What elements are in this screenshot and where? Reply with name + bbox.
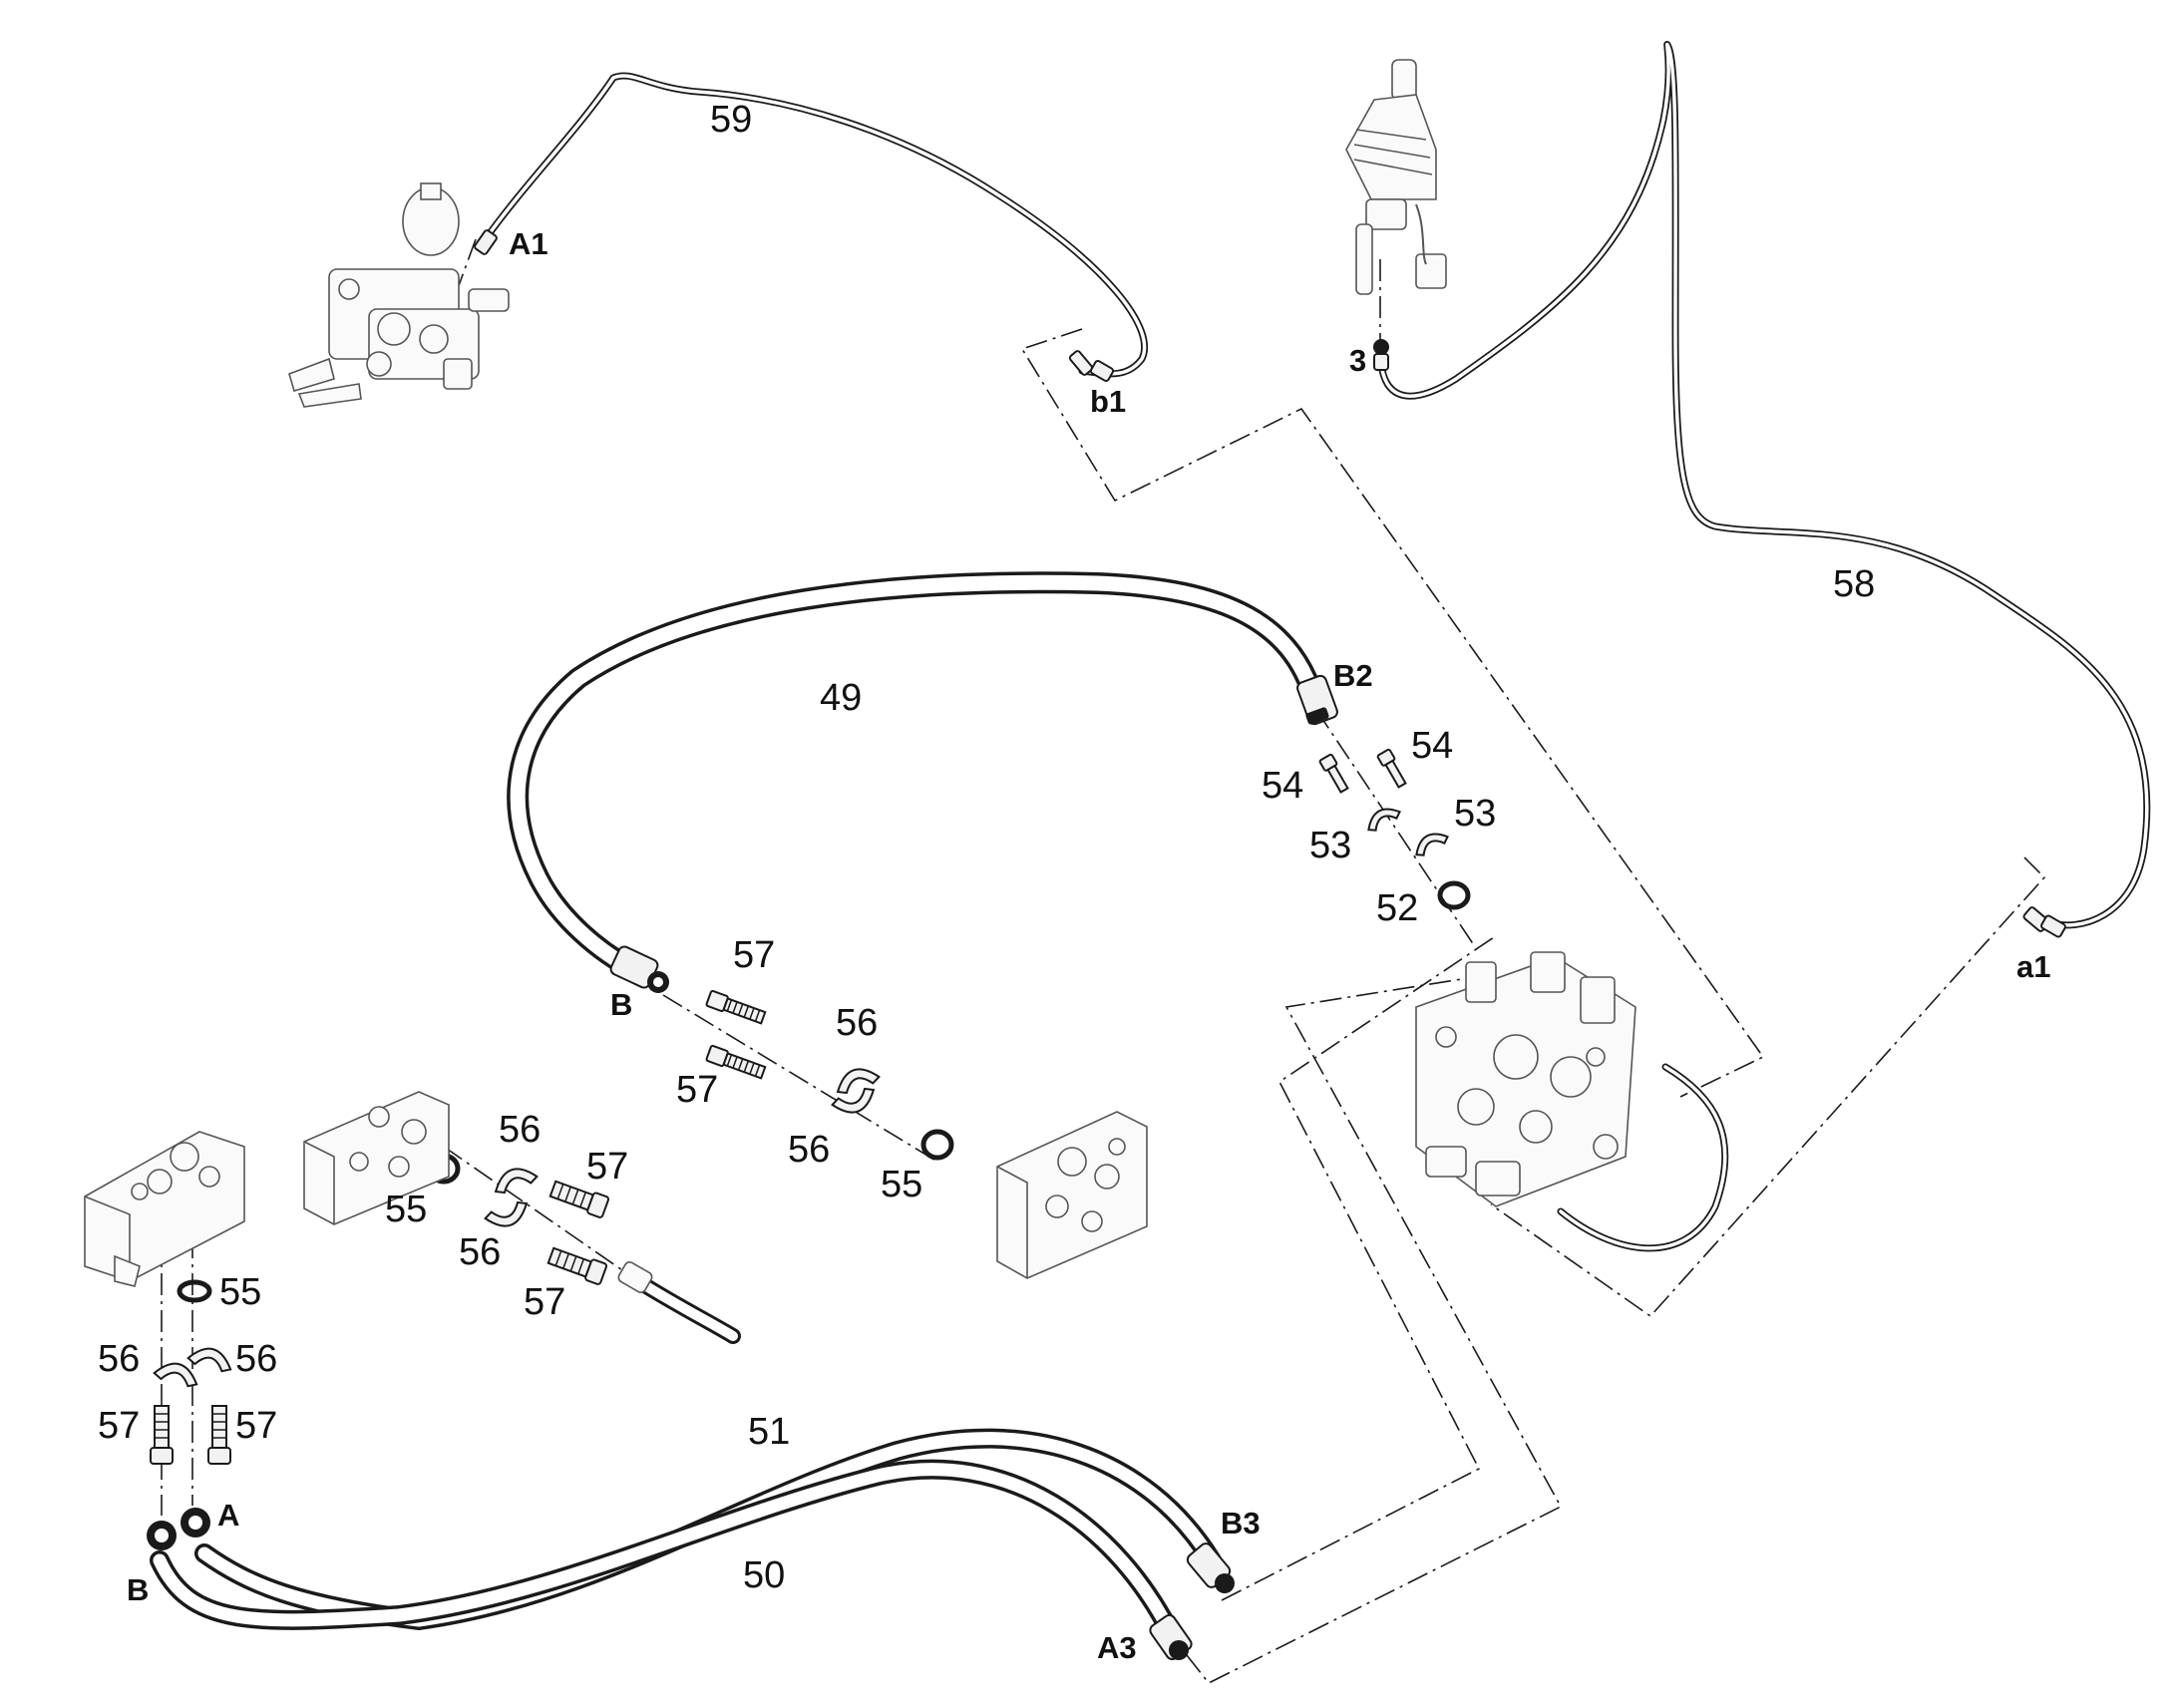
clamp-56-left-a bbox=[494, 1168, 539, 1195]
oring-55-mid bbox=[920, 1129, 954, 1161]
centerline-left-flange bbox=[443, 1146, 639, 1282]
label-hose-50: 50 bbox=[743, 1554, 785, 1596]
label-oring-55-left: 55 bbox=[385, 1189, 427, 1230]
clamp-56-left-b bbox=[484, 1200, 529, 1227]
clamp-53-left bbox=[1367, 808, 1401, 832]
screw-57-bottom-right bbox=[207, 1405, 231, 1465]
components bbox=[84, 59, 1636, 1293]
label-oring-55-b: 55 bbox=[219, 1271, 261, 1313]
label-port-B3: B3 bbox=[1221, 1506, 1261, 1540]
main-hoses bbox=[150, 571, 1327, 1645]
clamp-56-b-upper bbox=[836, 1068, 881, 1095]
fitting-A1 bbox=[474, 229, 498, 255]
fitting-B-left bbox=[147, 1521, 177, 1550]
fitting-b1 bbox=[1068, 350, 1115, 382]
label-port-A3: A3 bbox=[1097, 1630, 1137, 1665]
label-port-B: B bbox=[610, 987, 632, 1022]
oring-52 bbox=[1437, 880, 1471, 910]
label-oring-55-mid: 55 bbox=[881, 1164, 922, 1205]
label-screw-57-b-upper: 57 bbox=[733, 934, 775, 976]
centerlines bbox=[161, 238, 2046, 1685]
centerline-a1-to-valve bbox=[1490, 856, 2046, 1318]
label-screw-57-bottom-left: 57 bbox=[98, 1405, 140, 1447]
fitting-A3 bbox=[1149, 1613, 1193, 1661]
oring-55-b bbox=[177, 1279, 212, 1303]
label-port-B2: B2 bbox=[1333, 658, 1373, 693]
centerline-b1-to-valve bbox=[1020, 328, 1765, 1098]
label-screw-57-bottom-right: 57 bbox=[235, 1405, 277, 1447]
hose-50 bbox=[150, 1459, 1182, 1645]
label-screw-54-right: 54 bbox=[1411, 725, 1453, 767]
screw-57-bottom-left bbox=[150, 1405, 174, 1465]
label-screw-54-left: 54 bbox=[1262, 765, 1303, 807]
label-port-B-lower: B bbox=[127, 1572, 149, 1607]
label-clamp-56-left-b: 56 bbox=[459, 1231, 501, 1273]
label-clamp-53-right: 53 bbox=[1454, 793, 1496, 835]
label-screw-57-left-a: 57 bbox=[586, 1146, 628, 1188]
hose-fittings bbox=[147, 229, 2066, 1661]
label-clamp-56-left-a: 56 bbox=[499, 1109, 541, 1151]
label-hose-59: 59 bbox=[710, 99, 752, 141]
pilot-hose-59 bbox=[483, 72, 1149, 378]
label-screw-57-left-b: 57 bbox=[524, 1281, 565, 1323]
centerline-hose-b-flange bbox=[662, 994, 938, 1163]
screw-54-left bbox=[1318, 753, 1349, 794]
label-port-A: A bbox=[217, 1498, 239, 1533]
fitting-B3 bbox=[1186, 1542, 1235, 1593]
label-port-A1: A1 bbox=[509, 226, 548, 261]
label-clamp-56-bottom-left: 56 bbox=[98, 1338, 140, 1380]
label-clamp-56-b-upper: 56 bbox=[836, 1002, 878, 1044]
mid-flange-block bbox=[996, 1111, 1148, 1279]
screw-57-b-upper bbox=[705, 989, 767, 1025]
centerline-b3-to-valve bbox=[1221, 936, 1495, 1601]
left-flange-hose-fitting bbox=[617, 1261, 653, 1293]
label-hose-49: 49 bbox=[820, 677, 862, 719]
joystick-control bbox=[1345, 59, 1447, 295]
clamp-53-right bbox=[1415, 833, 1449, 856]
fitting-B-hose49 bbox=[609, 945, 669, 993]
fitting-A-left bbox=[181, 1508, 210, 1537]
fitting-a1 bbox=[2022, 906, 2066, 938]
label-clamp-56-b-lower: 56 bbox=[788, 1129, 830, 1171]
label-port-a1: a1 bbox=[2016, 949, 2050, 984]
hardware bbox=[150, 748, 1471, 1465]
clamp-56-b-lower bbox=[831, 1087, 876, 1114]
label-oring-52: 52 bbox=[1376, 887, 1418, 929]
pilot-hoses bbox=[483, 41, 2151, 1252]
screw-57-b-lower bbox=[705, 1044, 767, 1080]
bottom-left-block bbox=[84, 1131, 245, 1287]
main-control-valve bbox=[1415, 951, 1636, 1207]
label-clamp-56-bottom-right: 56 bbox=[235, 1338, 277, 1380]
left-flange-block bbox=[303, 1091, 450, 1225]
fitting-3 bbox=[1373, 339, 1389, 371]
label-port-b1: b1 bbox=[1090, 384, 1126, 419]
label-port-3: 3 bbox=[1349, 343, 1366, 378]
label-hose-58: 58 bbox=[1833, 563, 1875, 605]
screw-54-right bbox=[1376, 748, 1407, 789]
label-hose-51: 51 bbox=[748, 1411, 790, 1453]
label-screw-57-b-lower: 57 bbox=[676, 1069, 718, 1111]
fitting-B2 bbox=[1296, 674, 1338, 726]
label-clamp-53-left: 53 bbox=[1309, 825, 1351, 866]
screw-57-left-a bbox=[548, 1180, 610, 1218]
clamp-56-bottom-left bbox=[153, 1362, 198, 1388]
labels: 59 58 49 51 50 52 53 53 54 54 57 56 57 5… bbox=[98, 99, 2050, 1665]
screw-57-left-b bbox=[546, 1246, 608, 1285]
clamp-56-bottom-right bbox=[186, 1347, 232, 1373]
pilot-valve-block bbox=[288, 182, 510, 408]
